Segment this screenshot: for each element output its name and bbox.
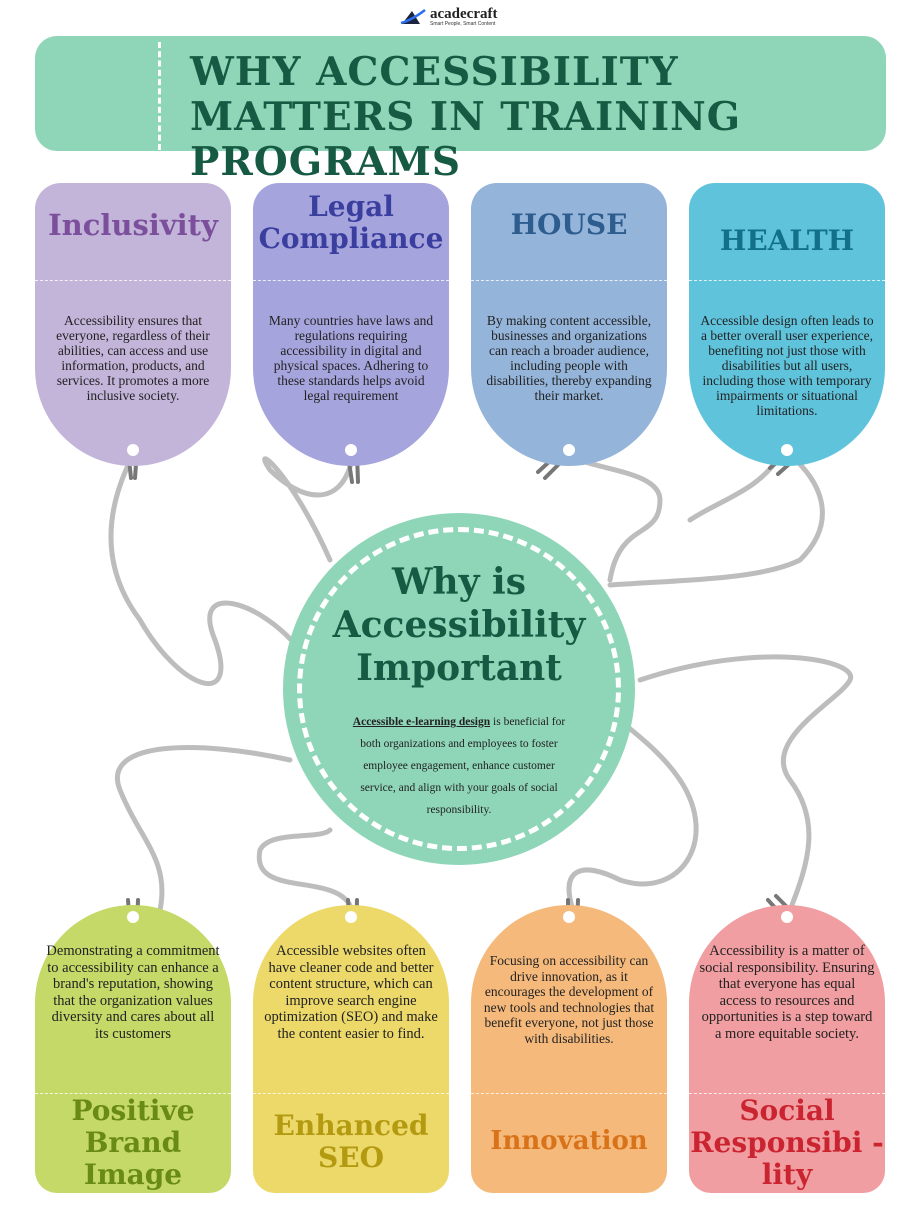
tag-hole — [563, 911, 575, 923]
tag-hole — [345, 444, 357, 456]
dashed-ring — [297, 527, 621, 851]
center-circle: Why is Accessibility Important Accessibl… — [283, 513, 635, 865]
card-title: Positive Brand Image — [71, 1094, 195, 1191]
card-title: HEALTH — [719, 224, 855, 257]
card-house: HOUSE By making content accessible, busi… — [471, 183, 667, 466]
card-text: Accessible websites often have cleaner c… — [264, 943, 438, 1042]
page-title: WHY ACCESSIBILITY MATTERS IN TRAINING PR… — [190, 49, 742, 185]
elearning-design-link[interactable]: Accessible e-learning design — [352, 716, 491, 728]
tag-hole — [127, 911, 139, 923]
logo-name: acadecraft — [430, 6, 498, 22]
card-divider — [253, 280, 449, 281]
card-text: Focusing on accessibility can drive inno… — [483, 953, 655, 1046]
tag-hole — [345, 911, 357, 923]
card-divider — [35, 1093, 231, 1094]
card-title: HOUSE — [510, 208, 628, 241]
card-divider — [689, 1093, 885, 1094]
card-health: HEALTH Accessible design often leads to … — [689, 183, 885, 466]
card-legal-compliance: Legal Compliance Many countries have law… — [253, 183, 449, 466]
card-inclusivity: Inclusivity Accessibility ensures that e… — [35, 183, 231, 466]
string-legal — [262, 456, 355, 563]
title-banner: WHY ACCESSIBILITY MATTERS IN TRAINING PR… — [35, 36, 886, 185]
string-social — [637, 654, 854, 913]
card-title: Legal Compliance — [258, 190, 444, 255]
card-enhanced-seo: Accessible websites often have cleaner c… — [253, 905, 449, 1193]
card-positive-brand-image: Demonstrating a commitment to accessibil… — [35, 905, 231, 1193]
logo-tagline: Smart People, Smart Content — [430, 21, 496, 27]
card-divider — [689, 280, 885, 281]
card-text: By making content accessible, businesses… — [486, 313, 652, 403]
banner-divider — [158, 42, 161, 150]
card-title: Inclusivity — [48, 208, 218, 242]
card-title: Innovation — [490, 1126, 648, 1156]
card-divider — [35, 280, 231, 281]
string-inclusivity — [108, 452, 303, 686]
string-innovation — [566, 717, 699, 913]
card-divider — [471, 1093, 667, 1094]
card-social-responsibility: Accessibility is a matter of social resp… — [689, 905, 885, 1193]
center-body: is beneficial for both organizations and… — [360, 716, 566, 816]
string-health — [607, 452, 825, 588]
card-title: Enhanced SEO — [273, 1109, 429, 1174]
card-text: Demonstrating a commitment to accessibil… — [46, 943, 220, 1042]
card-text: Accessible design often leads to a bette… — [700, 313, 874, 418]
card-divider — [471, 280, 667, 281]
card-divider — [253, 1093, 449, 1094]
card-text: Many countries have laws and regulations… — [268, 313, 434, 403]
center-text: Accessible e-learning design is benefici… — [345, 711, 573, 821]
card-title: Social Responsibi -lity — [690, 1094, 884, 1191]
string-seo — [256, 827, 355, 913]
card-innovation: Focusing on accessibility can drive inno… — [471, 905, 667, 1193]
card-text: Accessibility is a matter of social resp… — [699, 943, 875, 1042]
tag-hole — [781, 444, 793, 456]
logo-mark-icon — [400, 9, 426, 25]
string-brand — [115, 745, 293, 913]
tag-hole — [563, 444, 575, 456]
tag-hole — [781, 911, 793, 923]
center-title: Why is Accessibility Important — [332, 561, 586, 689]
string-house — [567, 452, 663, 583]
tag-hole — [127, 444, 139, 456]
card-text: Accessibility ensures that everyone, reg… — [56, 313, 210, 403]
